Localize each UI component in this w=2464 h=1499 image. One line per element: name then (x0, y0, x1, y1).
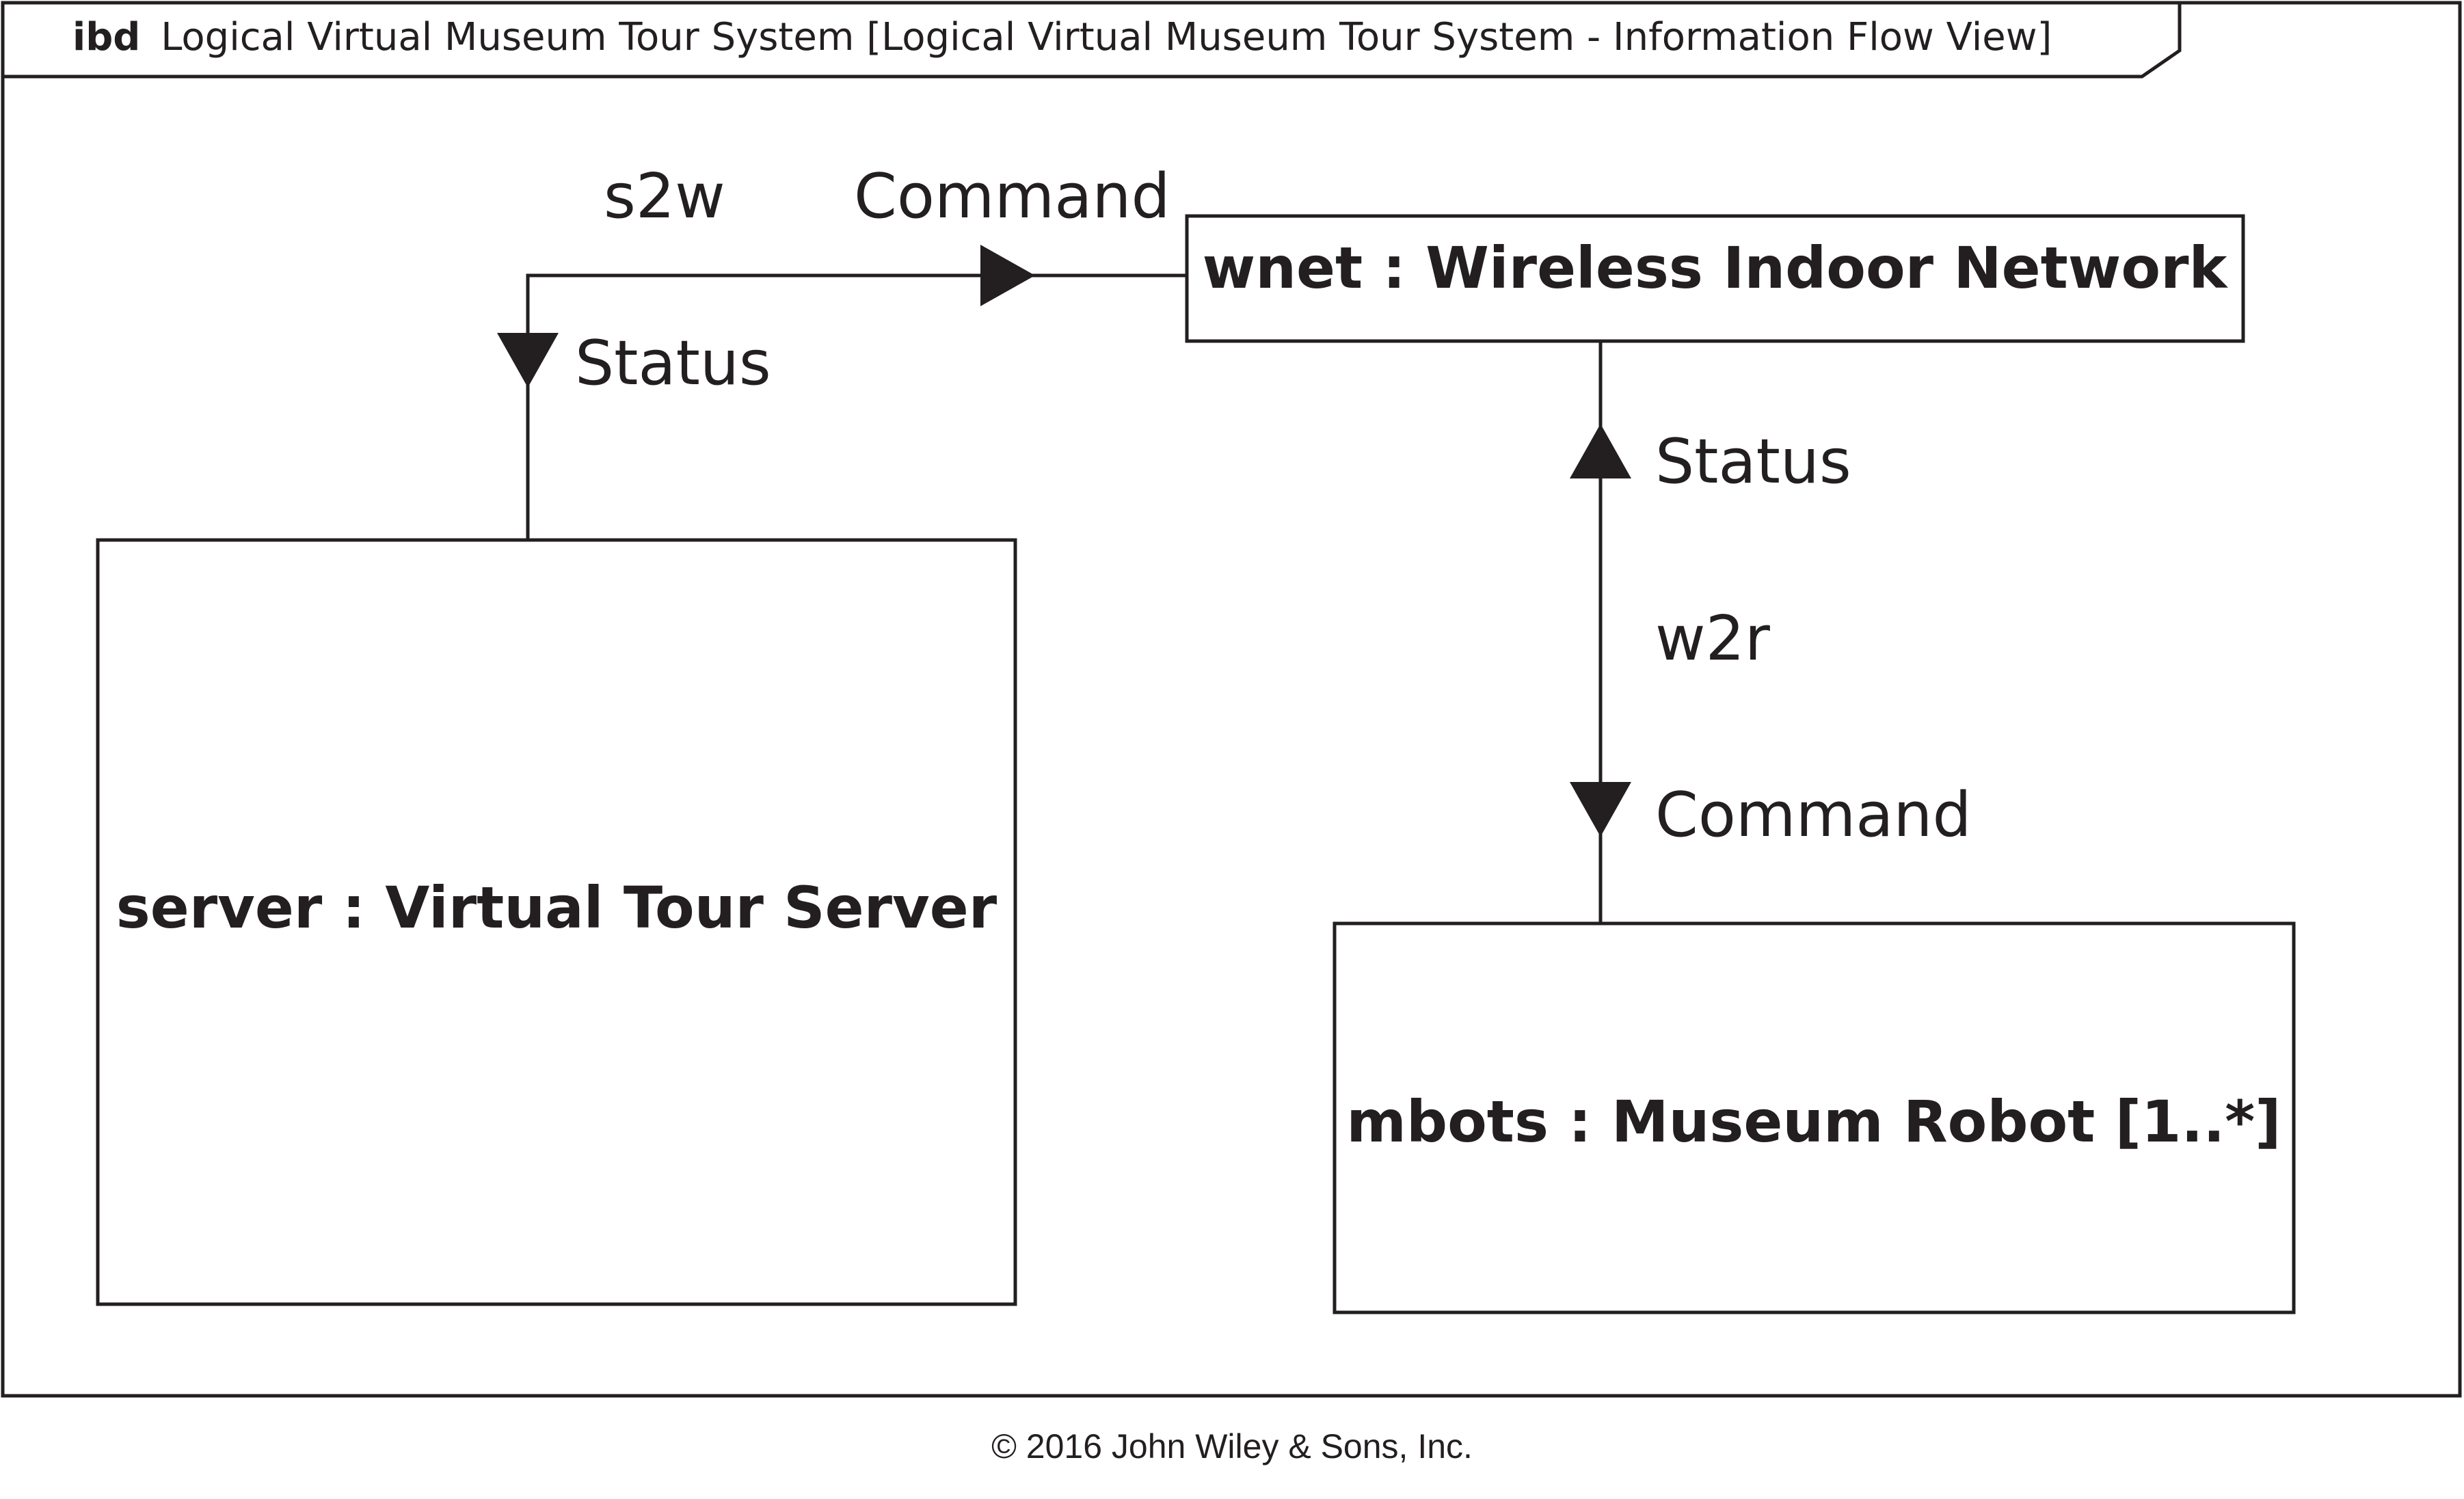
flow-s2w-status-label: Status (575, 327, 771, 399)
flow-w2r-command-label: Command (1655, 779, 1972, 851)
part-server-label: server : Virtual Tour Server (116, 874, 997, 941)
flow-command-arrow (1570, 782, 1631, 837)
flow-w2r-status-label: Status (1655, 426, 1851, 498)
connector-s2w[interactable]: s2w Command Status (497, 161, 1187, 540)
part-mbots-label: mbots : Museum Robot [1..*] (1346, 1088, 2281, 1155)
connector-w2r[interactable]: Status w2r Command (1570, 341, 1972, 923)
flow-status-arrow (1570, 424, 1631, 478)
part-server[interactable]: server : Virtual Tour Server (96, 538, 1017, 1306)
frame-title-tab (3, 3, 2182, 79)
frame-kind-keyword: ibd (72, 15, 140, 59)
connector-w2r-name: w2r (1655, 603, 1770, 675)
flow-s2w-command-label: Command (854, 161, 1170, 232)
part-wnet[interactable]: wnet : Wireless Indoor Network (1185, 214, 2245, 343)
flow-command-arrow (980, 245, 1035, 306)
frame-title: ibd Logical Virtual Museum Tour System [… (72, 15, 2052, 59)
frame-title-text: Logical Virtual Museum Tour System [Logi… (161, 15, 2052, 59)
diagram-frame: ibd Logical Virtual Museum Tour System [… (1, 1, 2462, 1398)
part-mbots-box[interactable] (1333, 921, 2296, 1314)
frame-border (1, 1, 2462, 1398)
connector-s2w-name: s2w (604, 161, 725, 232)
part-mbots[interactable]: mbots : Museum Robot [1..*] (1333, 921, 2296, 1314)
part-server-box[interactable] (96, 538, 1017, 1306)
part-wnet-box[interactable] (1185, 214, 2245, 343)
copyright-notice: © 2016 John Wiley & Sons, Inc. (991, 1427, 1473, 1466)
connector-s2w-line[interactable] (526, 273, 1187, 540)
flow-status-arrow (497, 333, 559, 388)
part-wnet-label: wnet : Wireless Indoor Network (1203, 234, 2229, 301)
